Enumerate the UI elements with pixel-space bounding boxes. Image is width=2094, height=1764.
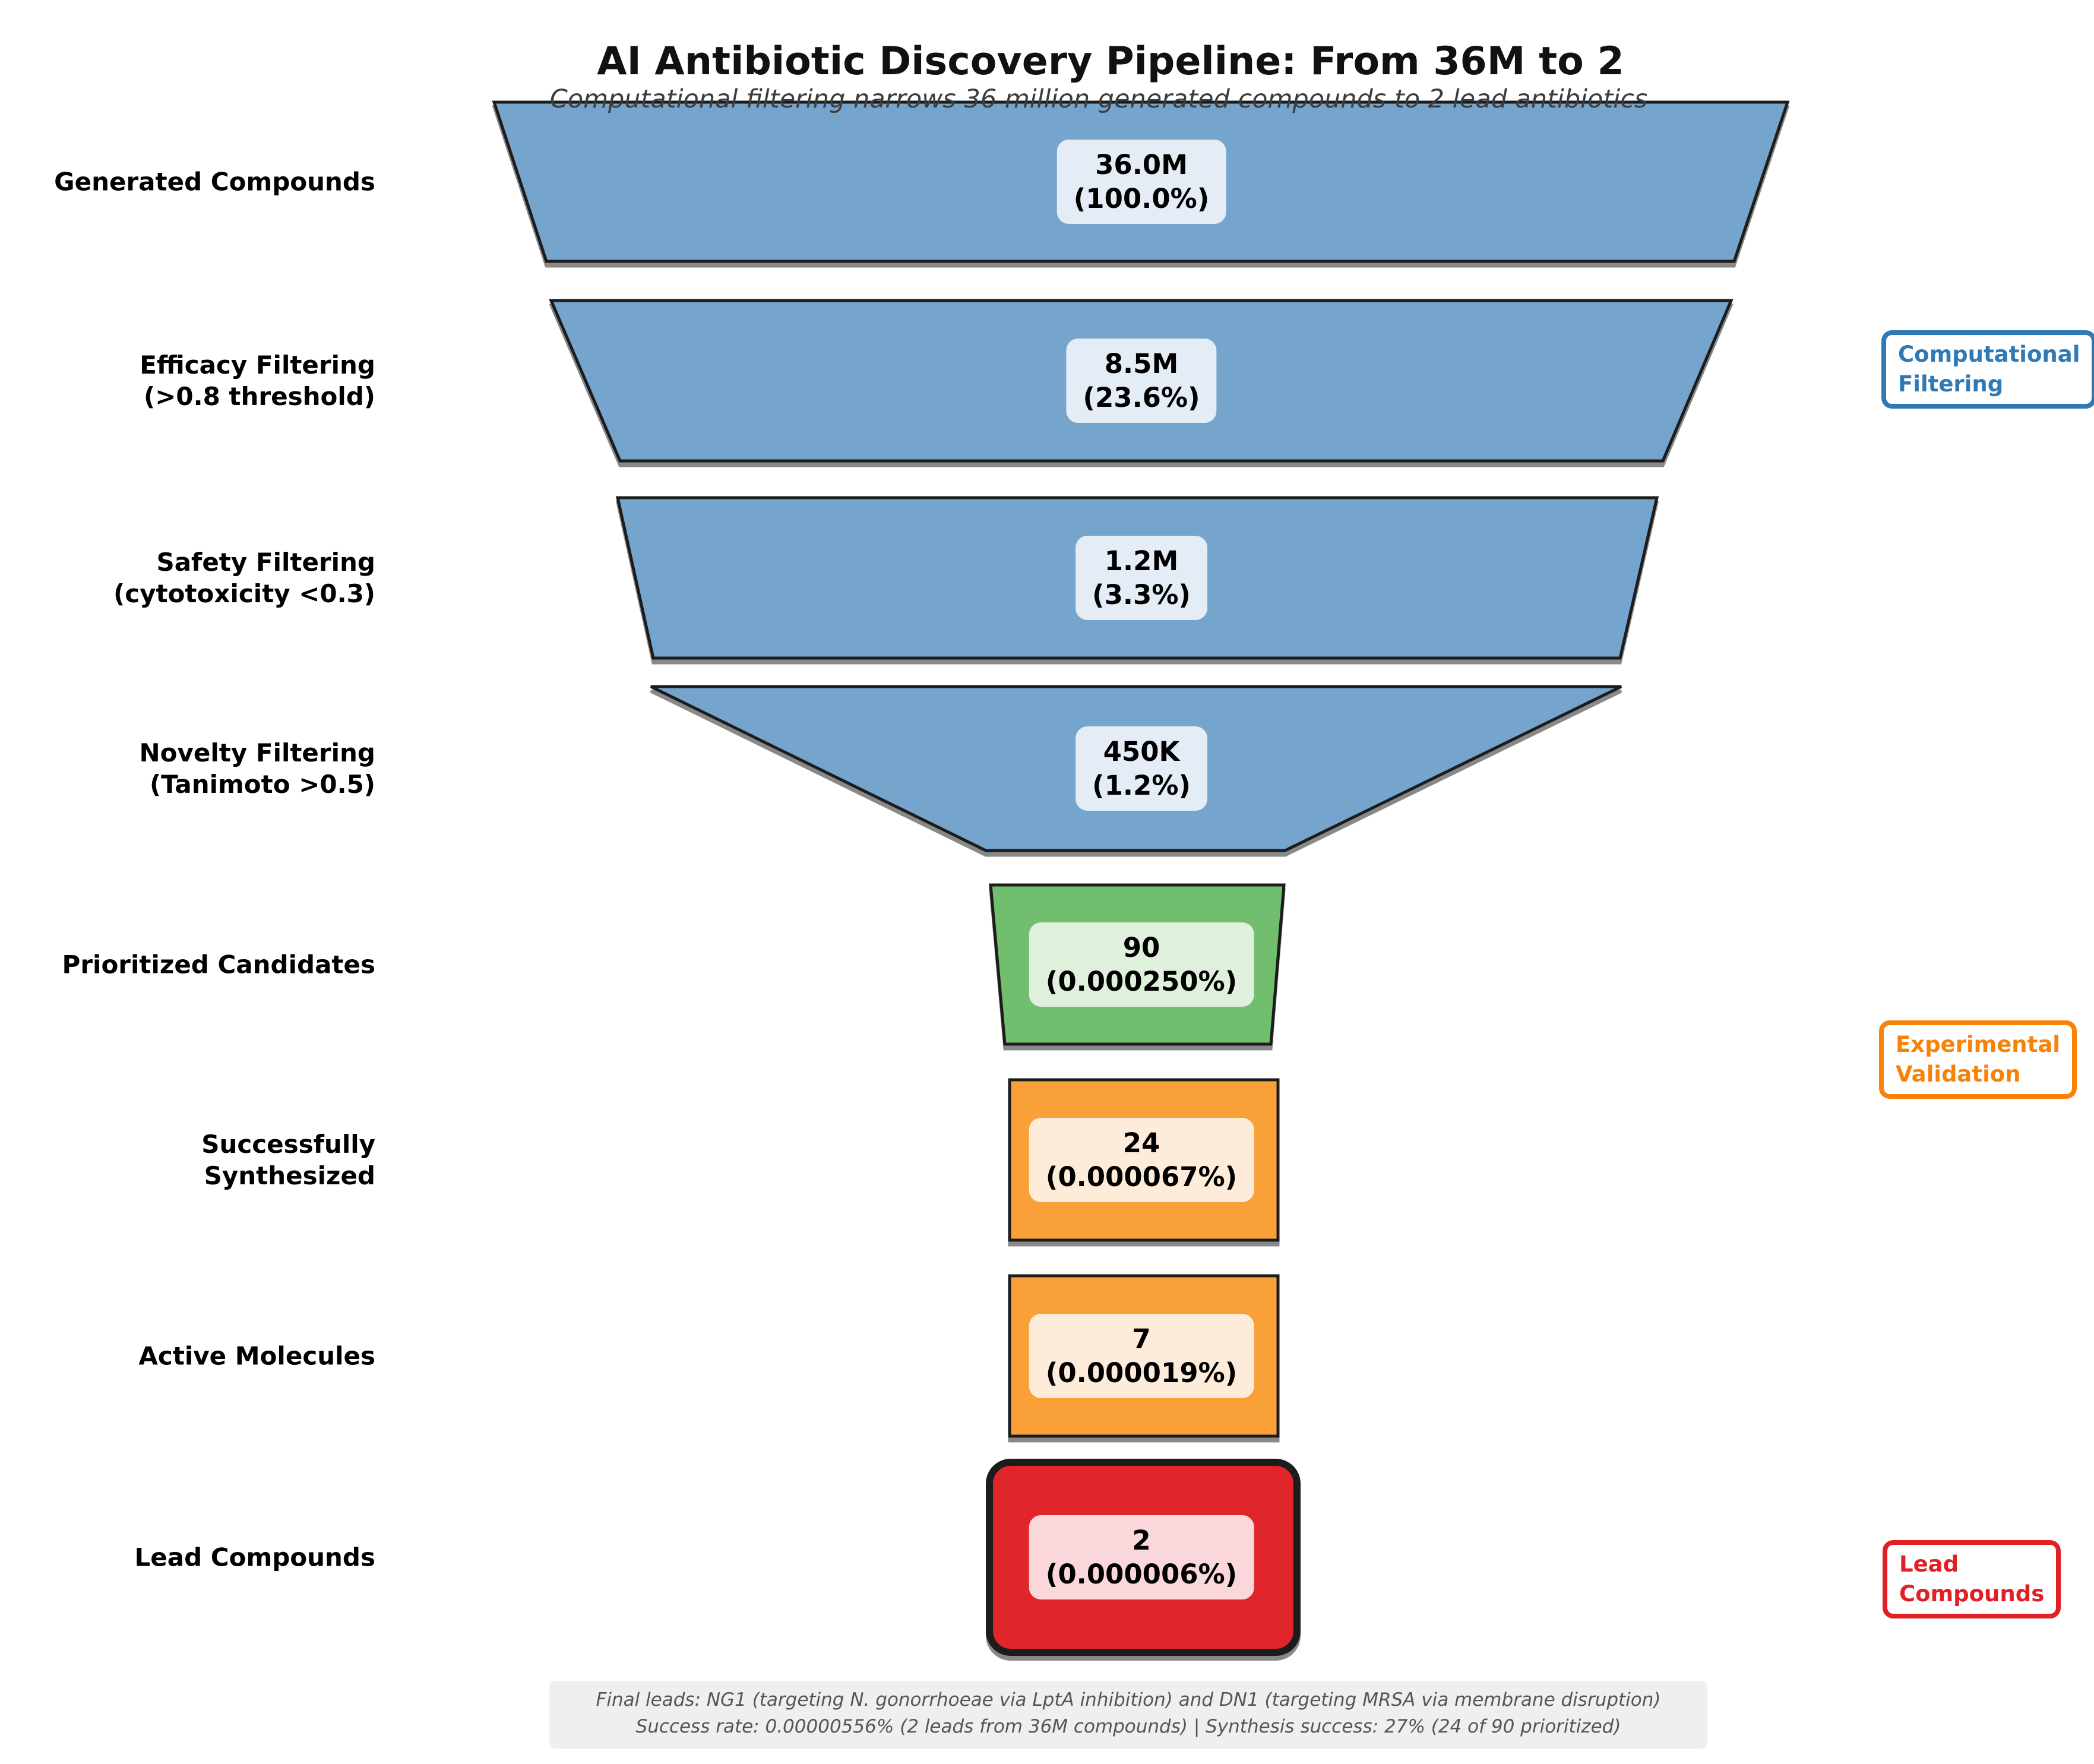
annotation-badge-line: Compounds xyxy=(1899,1581,2045,1607)
stage-count-label: 24 xyxy=(1122,1127,1160,1159)
stage-count-label: 36.0M xyxy=(1095,149,1188,181)
stage-value-box-2: 8.5M(23.6%) xyxy=(1066,339,1217,423)
stage-label-3: Safety Filtering(cytotoxicity <0.3) xyxy=(36,546,375,609)
stage-percent-label: (0.000250%) xyxy=(1045,966,1238,997)
stage-label-line: Prioritized Candidates xyxy=(62,950,375,979)
stage-count-label: 8.5M xyxy=(1104,348,1179,380)
stage-percent-label: (23.6%) xyxy=(1083,382,1200,413)
annotation-badge-line: Filtering xyxy=(1898,371,2004,397)
stage-count-label: 450K xyxy=(1103,736,1180,767)
stage-label-line: (>0.8 threshold) xyxy=(144,382,375,411)
annotation-badge-line: Computational xyxy=(1898,342,2080,367)
stage-label-6: Successfully Synthesized xyxy=(36,1128,375,1191)
stage-count-label: 7 xyxy=(1132,1323,1151,1355)
stage-count-label: 90 xyxy=(1122,932,1160,963)
stage-label-line: Successfully Synthesized xyxy=(201,1130,375,1190)
stage-value-box-7: 7(0.000019%) xyxy=(1029,1314,1254,1398)
footer-note: Final leads: NG1 (targeting N. gonorrhoe… xyxy=(549,1681,1707,1749)
stage-value-box-8: 2(0.000006%) xyxy=(1029,1515,1254,1599)
stage-percent-label: (0.000006%) xyxy=(1045,1558,1238,1590)
stage-value-box-1: 36.0M(100.0%) xyxy=(1057,140,1226,224)
stage-label-line: Efficacy Filtering xyxy=(140,350,375,380)
stage-count-label: 2 xyxy=(1132,1525,1151,1556)
annotation-badge-line: Validation xyxy=(1896,1061,2021,1087)
stage-label-1: Generated Compounds xyxy=(36,166,375,198)
stage-percent-label: (0.000067%) xyxy=(1045,1161,1238,1193)
annotation-badge-line: Experimental xyxy=(1896,1032,2060,1057)
stage-label-7: Active Molecules xyxy=(36,1341,375,1372)
stage-label-line: Novelty Filtering xyxy=(139,738,375,767)
stage-label-line: (Tanimoto >0.5) xyxy=(149,770,375,799)
stage-value-box-6: 24(0.000067%) xyxy=(1029,1118,1254,1202)
stage-label-8: Lead Compounds xyxy=(36,1542,375,1573)
stage-label-line: Generated Compounds xyxy=(54,167,375,197)
stage-percent-label: (3.3%) xyxy=(1092,579,1191,611)
stage-label-line: (cytotoxicity <0.3) xyxy=(113,579,375,608)
stage-percent-label: (100.0%) xyxy=(1073,183,1210,214)
stage-percent-label: (0.000019%) xyxy=(1045,1357,1238,1389)
stage-label-line: Lead Compounds xyxy=(134,1542,375,1572)
chart-title: AI Antibiotic Discovery Pipeline: From 3… xyxy=(597,39,1624,84)
footer-line-2: Success rate: 0.00000556% (2 leads from … xyxy=(635,1716,1621,1737)
stage-label-line: Safety Filtering xyxy=(156,548,375,577)
stage-count-label: 1.2M xyxy=(1104,545,1179,577)
stage-value-box-3: 1.2M(3.3%) xyxy=(1076,536,1207,620)
stage-value-box-4: 450K(1.2%) xyxy=(1076,726,1207,811)
annotation-badge-line: Lead xyxy=(1899,1551,1959,1577)
stage-label-5: Prioritized Candidates xyxy=(36,949,375,981)
stage-percent-label: (1.2%) xyxy=(1092,770,1191,801)
chart-subtitle: Computational filtering narrows 36 milli… xyxy=(549,84,1648,114)
footer-line-1: Final leads: NG1 (targeting N. gonorrhoe… xyxy=(596,1689,1661,1711)
stage-value-box-5: 90(0.000250%) xyxy=(1029,922,1254,1007)
stage-label-4: Novelty Filtering (Tanimoto >0.5) xyxy=(36,737,375,800)
stage-label-2: Efficacy Filtering(>0.8 threshold) xyxy=(36,349,375,412)
stage-label-line: Active Molecules xyxy=(138,1341,375,1371)
